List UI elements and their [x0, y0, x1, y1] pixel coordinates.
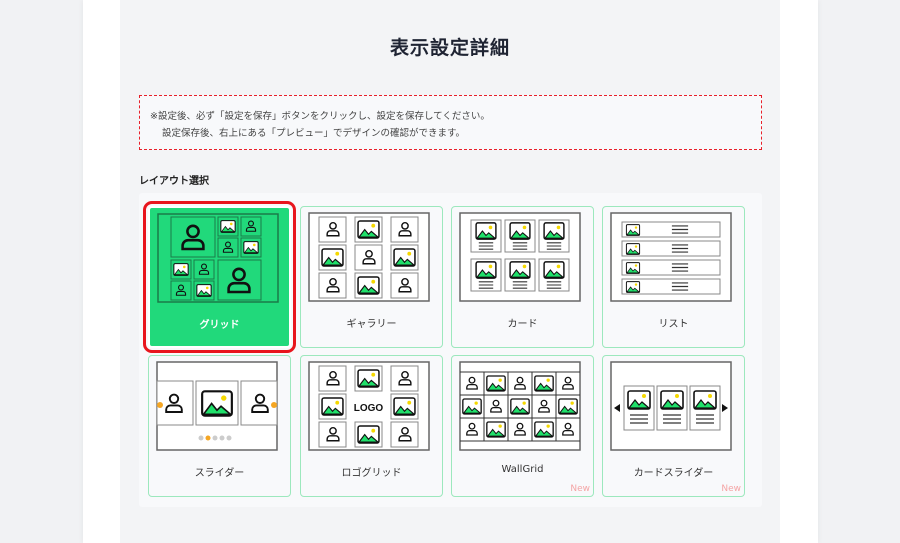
gallery-layout-thumbnail — [308, 212, 430, 302]
layout-option-wallgrid[interactable]: WallGrid New — [451, 355, 594, 497]
layout-option-label: スライダー — [194, 468, 245, 479]
logo-placeholder-text: LOGO — [354, 403, 384, 414]
new-badge: New — [570, 484, 590, 494]
new-badge: New — [721, 484, 741, 494]
arrow-left-icon — [614, 404, 620, 412]
layout-option-label: リスト — [658, 319, 689, 330]
layout-option-slider[interactable]: スライダー — [148, 355, 291, 497]
layout-option-label: グリッド — [199, 320, 240, 331]
layout-options-grid: グリッド ギャラリー カード リスト スライダー — [139, 193, 762, 507]
slider-layout-thumbnail — [156, 361, 278, 451]
layout-section-heading: レイアウト選択 — [139, 176, 209, 187]
layout-option-label: カード — [507, 319, 538, 330]
layout-option-label: ギャラリー — [346, 319, 397, 330]
card-layout-thumbnail — [459, 212, 581, 302]
layout-option-label: ロゴグリッド — [341, 468, 402, 479]
layout-option-list[interactable]: リスト — [602, 206, 745, 348]
layout-option-card-slider[interactable]: カードスライダー New — [602, 355, 745, 497]
list-layout-thumbnail — [610, 212, 732, 302]
layout-option-label: WallGrid — [501, 464, 544, 475]
layout-option-card[interactable]: カード — [451, 206, 594, 348]
layout-option-logo-grid[interactable]: LOGO ロゴグリッド — [300, 355, 443, 497]
notice-line-2: 設定保存後、右上にある「プレビュー」でデザインの確認ができます。 — [162, 128, 466, 139]
layout-option-label: カードスライダー — [633, 468, 714, 479]
wallgrid-layout-thumbnail — [459, 361, 581, 451]
arrow-right-icon — [722, 404, 728, 412]
logo-grid-layout-thumbnail: LOGO — [308, 361, 430, 451]
layout-option-grid[interactable]: グリッド — [143, 201, 296, 353]
notice-box: ※設定後、必ず「設定を保存」ボタンをクリックし、設定を保存してください。 設定保… — [139, 95, 762, 150]
page-title: 表示設定詳細 — [389, 37, 510, 59]
grid-layout-thumbnail — [157, 213, 279, 303]
notice-line-1: ※設定後、必ず「設定を保存」ボタンをクリックし、設定を保存してください。 — [150, 111, 490, 122]
layout-option-gallery[interactable]: ギャラリー — [300, 206, 443, 348]
card-slider-layout-thumbnail — [610, 361, 732, 451]
